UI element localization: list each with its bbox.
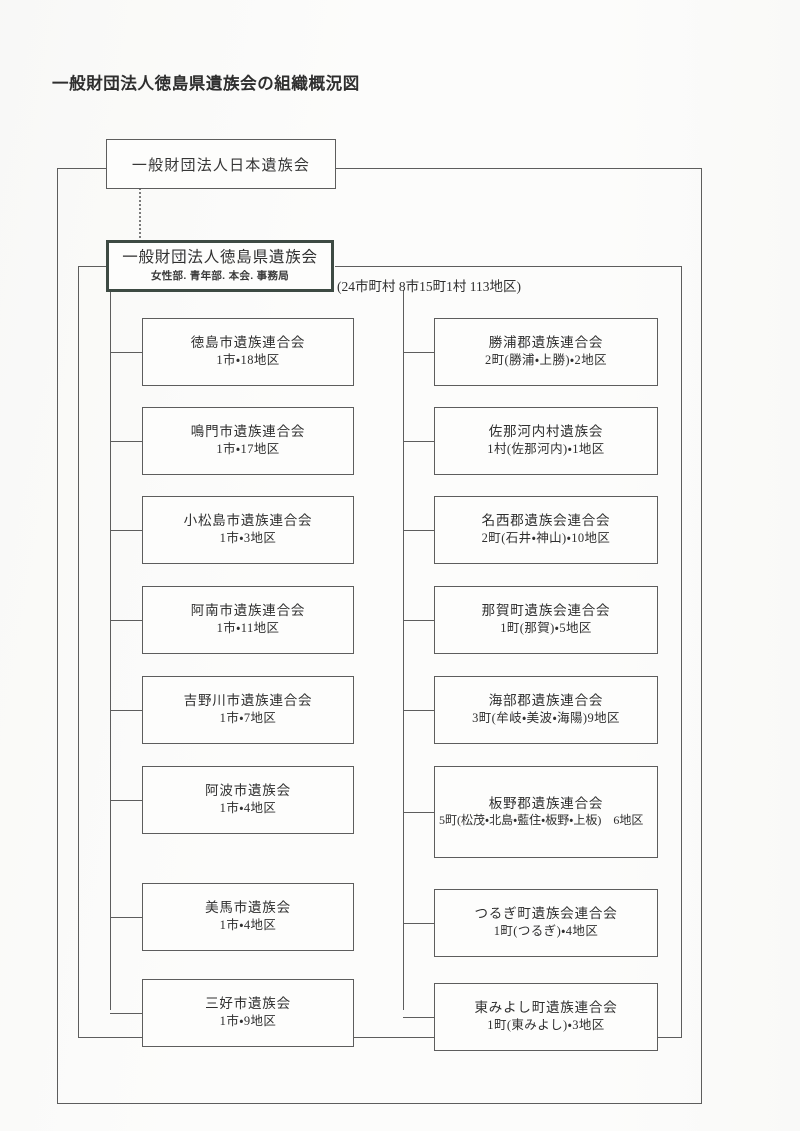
node-prefectural-association: 一般財団法人徳島県遺族会 女性部. 青年部. 本会. 事務局 (106, 240, 334, 292)
node-detail: 1市・18地区 (216, 353, 280, 368)
connector-stub (110, 917, 144, 918)
right-column-spine (403, 290, 404, 1010)
node-detail: 1町(つるぎ)・4地区 (493, 924, 599, 939)
node-name: 徳島市遺族連合会 (190, 335, 306, 351)
connector-stub (110, 710, 144, 711)
node-name: 小松島市遺族連合会 (183, 513, 313, 529)
outer-frame-top-left-segment (57, 168, 107, 169)
national-connector-frame (57, 168, 702, 1104)
dotted-link-national-to-prefectural (139, 185, 141, 245)
node-detail: 3町(牟岐・美波・海陽)9地区 (472, 711, 620, 726)
connector-stub (110, 1013, 144, 1014)
node-name: 名西郡遺族会連合会 (481, 513, 611, 529)
page-title: 一般財団法人徳島県遺族会の組織概況図 (52, 74, 360, 93)
node-detail: 1市・4地区 (219, 801, 277, 816)
node-right-3: 那賀町遺族会連合会 1町(那賀)・5地区 (434, 586, 658, 654)
summary-note: (24市町村 8市15町1村 113地区) (337, 279, 521, 294)
connector-stub (403, 710, 436, 711)
node-right-2: 名西郡遺族会連合会 2町(石井・神山)・10地区 (434, 496, 658, 564)
connector-stub (110, 352, 144, 353)
node-name: 吉野川市遺族連合会 (183, 693, 313, 709)
node-right-4: 海部郡遺族連合会 3町(牟岐・美波・海陽)9地区 (434, 676, 658, 744)
node-detail: 1町(那賀)・5地区 (500, 621, 592, 636)
node-detail: 1市・7地区 (219, 711, 277, 726)
connector-stub (403, 441, 436, 442)
node-prefectural-label: 一般財団法人徳島県遺族会 (122, 248, 318, 266)
node-left-7: 三好市遺族会 1市・9地区 (142, 979, 354, 1047)
connector-stub (403, 1017, 436, 1018)
connector-stub (403, 923, 436, 924)
node-prefectural-divisions: 女性部. 青年部. 本会. 事務局 (150, 270, 290, 283)
node-left-6: 美馬市遺族会 1市・4地区 (142, 883, 354, 951)
connector-stub (403, 352, 436, 353)
node-name: 勝浦郡遺族連合会 (488, 335, 604, 351)
connector-stub (110, 620, 144, 621)
node-right-5: 板野郡遺族連合会 5町(松茂・北島・藍住・板野・上板) 6地区 (434, 766, 658, 858)
node-left-1: 鳴門市遺族連合会 1市・17地区 (142, 407, 354, 475)
node-right-1: 佐那河内村遺族会 1村(佐那河内)・1地区 (434, 407, 658, 475)
node-left-5: 阿波市遺族会 1市・4地区 (142, 766, 354, 834)
node-right-7: 東みよし町遺族連合会 1町(東みよし)・3地区 (434, 983, 658, 1051)
node-name: 海部郡遺族連合会 (488, 693, 604, 709)
inner-frame-top-left-segment (78, 266, 109, 267)
left-column-spine (110, 290, 111, 1010)
node-detail: 1村(佐那河内)・1地区 (487, 442, 605, 457)
node-detail: 1市・4地区 (219, 918, 277, 933)
node-left-0: 徳島市遺族連合会 1市・18地区 (142, 318, 354, 386)
node-detail: 5町(松茂・北島・藍住・板野・上板) 6地区 (439, 812, 644, 827)
node-detail: 2町(石井・神山)・10地区 (481, 531, 611, 546)
node-left-3: 阿南市遺族連合会 1市・11地区 (142, 586, 354, 654)
node-name: 美馬市遺族会 (205, 900, 291, 916)
node-name: 那賀町遺族会連合会 (481, 603, 611, 619)
node-detail: 1市・9地区 (219, 1014, 277, 1029)
connector-stub (403, 620, 436, 621)
node-left-2: 小松島市遺族連合会 1市・3地区 (142, 496, 354, 564)
node-detail: 1町(東みよし)・3地区 (487, 1018, 605, 1033)
node-name: 三好市遺族会 (205, 996, 291, 1012)
prefectural-connector-frame (78, 266, 682, 1038)
inner-frame-top-right-segment (335, 266, 681, 267)
node-detail: 2町(勝浦・上勝)・2地区 (484, 353, 608, 368)
node-name: 鳴門市遺族連合会 (190, 424, 306, 440)
node-name: 東みよし町遺族連合会 (474, 1000, 618, 1016)
node-name: つるぎ町遺族会連合会 (474, 906, 618, 922)
node-detail: 1市・3地区 (219, 531, 277, 546)
node-right-6: つるぎ町遺族会連合会 1町(つるぎ)・4地区 (434, 889, 658, 957)
node-name: 阿波市遺族会 (205, 783, 291, 799)
node-detail: 1市・11地区 (216, 621, 280, 636)
outer-frame-top-right-segment (333, 168, 701, 169)
connector-stub (110, 800, 144, 801)
connector-stub (403, 530, 436, 531)
connector-stub (110, 530, 144, 531)
node-name: 阿南市遺族連合会 (190, 603, 306, 619)
node-name: 佐那河内村遺族会 (488, 424, 604, 440)
node-national-label: 一般財団法人日本遺族会 (131, 157, 311, 174)
node-national-association: 一般財団法人日本遺族会 (106, 139, 336, 189)
node-name: 板野郡遺族連合会 (488, 795, 604, 811)
connector-stub (110, 441, 144, 442)
node-detail: 1市・17地区 (216, 442, 280, 457)
node-left-4: 吉野川市遺族連合会 1市・7地区 (142, 676, 354, 744)
node-right-0: 勝浦郡遺族連合会 2町(勝浦・上勝)・2地区 (434, 318, 658, 386)
connector-stub (403, 812, 436, 813)
